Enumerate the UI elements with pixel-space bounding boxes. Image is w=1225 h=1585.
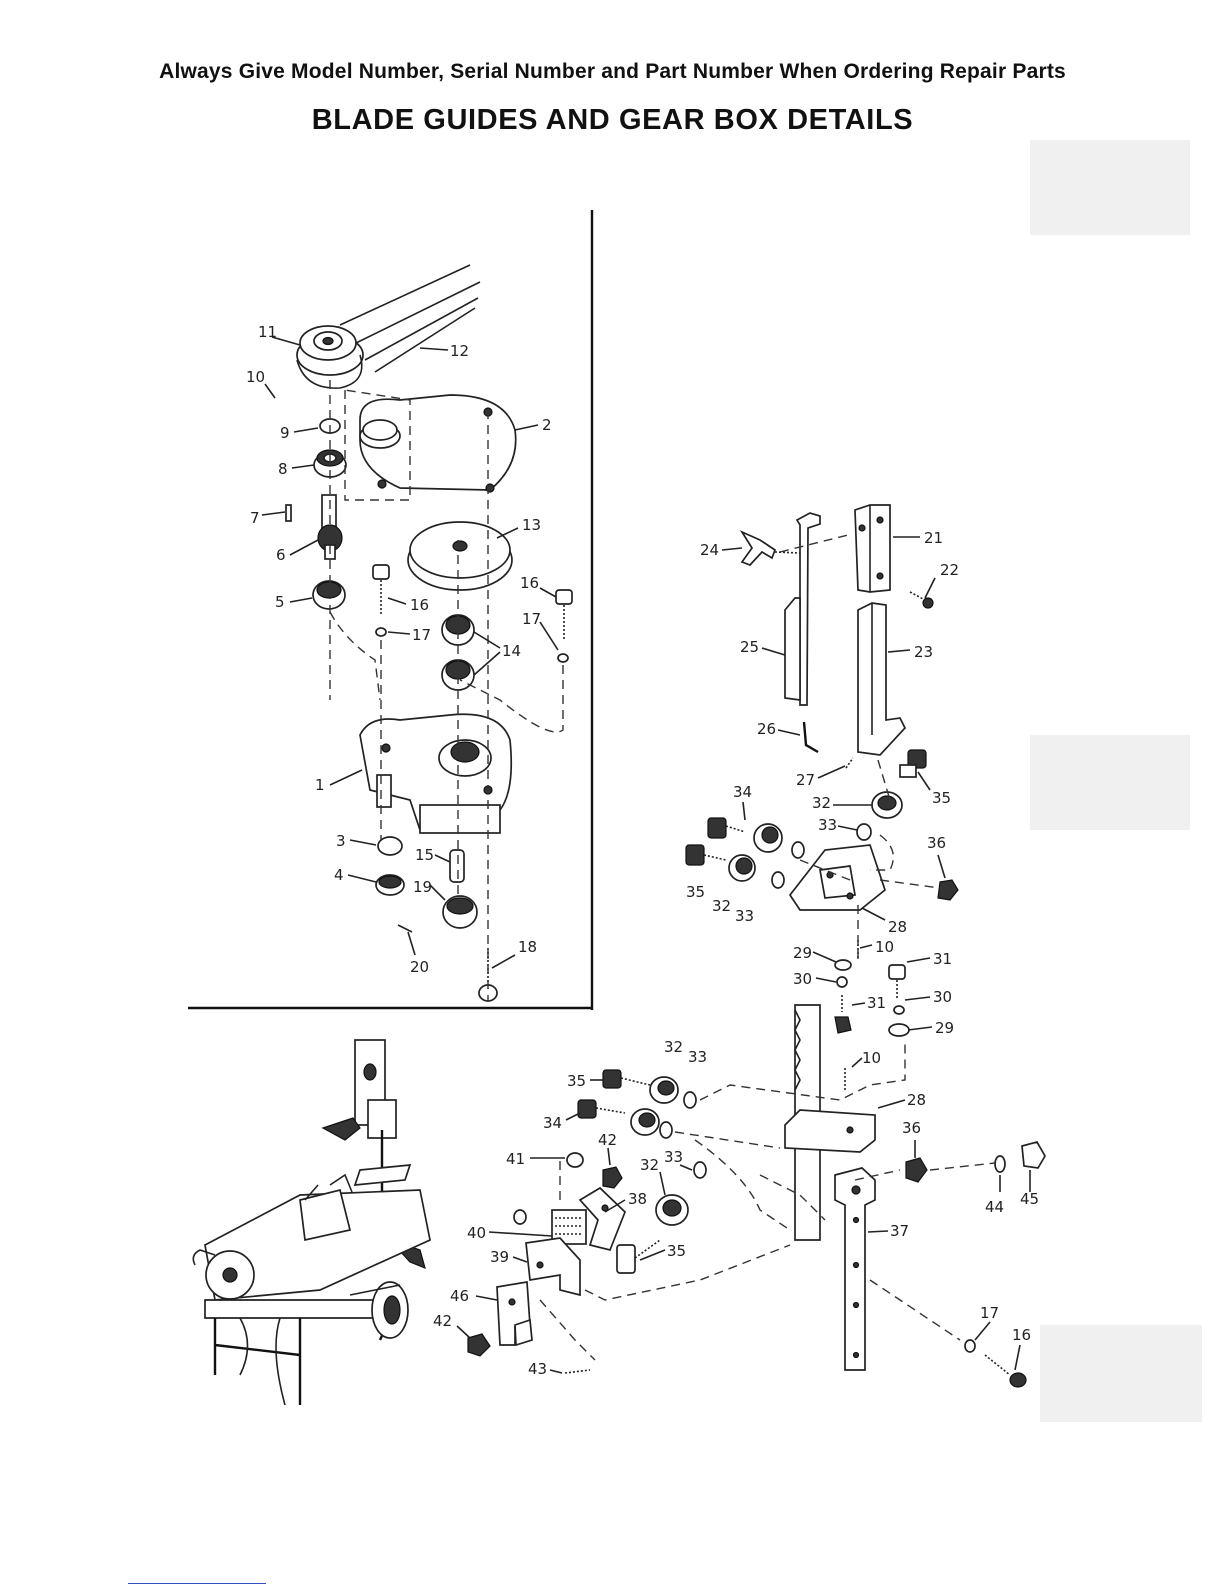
callout-7: 7 [250, 509, 260, 527]
callout-2: 2 [542, 416, 552, 434]
ordering-notice: Always Give Model Number, Serial Number … [159, 60, 1066, 83]
callout-34b: 34 [543, 1114, 562, 1132]
callout-33b: 33 [735, 907, 754, 925]
callout-40: 40 [467, 1224, 486, 1242]
callout-14: 14 [502, 642, 521, 660]
callout-34: 34 [733, 783, 752, 801]
blade-guide-callouts: 24 21 22 25 23 26 27 35 34 32 33 36 35 3… [433, 529, 1039, 1378]
callout-10: 10 [246, 368, 265, 386]
band-saw-illustration [192, 1039, 431, 1406]
callout-19: 19 [413, 878, 432, 896]
callout-6: 6 [276, 546, 286, 564]
callout-4: 4 [334, 866, 344, 884]
callout-10c: 10 [862, 1049, 881, 1067]
callout-39: 39 [490, 1248, 509, 1266]
callout-42: 42 [598, 1131, 617, 1149]
lower-blade-guide-assembly [467, 1004, 1046, 1388]
callout-24: 24 [700, 541, 719, 559]
callout-38: 38 [628, 1190, 647, 1208]
callout-15: 15 [415, 846, 434, 864]
gear-box-exploded-view [285, 264, 573, 1002]
callout-28b: 28 [907, 1091, 926, 1109]
callout-18: 18 [518, 938, 537, 956]
callout-35: 35 [932, 789, 951, 807]
gear-box-callouts: 11 12 10 9 2 8 7 13 6 16 5 16 17 17 14 1… [246, 323, 559, 976]
scan-artifact [1040, 1325, 1202, 1422]
callout-43: 43 [528, 1360, 547, 1378]
callout-30: 30 [793, 970, 812, 988]
callout-23: 23 [914, 643, 933, 661]
callout-10b: 10 [875, 938, 894, 956]
callout-17: 17 [412, 626, 431, 644]
callout-45: 45 [1020, 1190, 1039, 1208]
callout-33d: 33 [664, 1148, 683, 1166]
callout-16b: 16 [520, 574, 539, 592]
callout-42b: 42 [433, 1312, 452, 1330]
callout-16: 16 [410, 596, 429, 614]
callout-22: 22 [940, 561, 959, 579]
callout-3: 3 [336, 832, 346, 850]
upper-blade-guide-assembly [685, 504, 959, 1037]
callout-32d: 32 [640, 1156, 659, 1174]
callout-35d: 35 [667, 1242, 686, 1260]
callout-31b: 31 [867, 994, 886, 1012]
callout-9: 9 [280, 424, 290, 442]
callout-36: 36 [927, 834, 946, 852]
callout-35b: 35 [686, 883, 705, 901]
callout-17b: 17 [522, 610, 541, 628]
callout-20: 20 [410, 958, 429, 976]
callout-33: 33 [818, 816, 837, 834]
callout-5: 5 [275, 593, 285, 611]
callout-29b: 29 [935, 1019, 954, 1037]
callout-12: 12 [450, 342, 469, 360]
callout-41: 41 [506, 1150, 525, 1168]
callout-16c: 16 [1012, 1326, 1031, 1344]
scan-artifact [1030, 140, 1190, 235]
callout-35c: 35 [567, 1072, 586, 1090]
scan-artifact [1030, 735, 1190, 830]
callout-36b: 36 [902, 1119, 921, 1137]
callout-32c: 32 [664, 1038, 683, 1056]
callout-32b: 32 [712, 897, 731, 915]
callout-21: 21 [924, 529, 943, 547]
callout-11: 11 [258, 323, 277, 341]
page-title: BLADE GUIDES AND GEAR BOX DETAILS [311, 104, 914, 136]
callout-26: 26 [757, 720, 776, 738]
footer-rule [128, 1583, 266, 1584]
callout-33c: 33 [688, 1048, 707, 1066]
callout-17c: 17 [980, 1304, 999, 1322]
callout-27: 27 [796, 771, 815, 789]
callout-29: 29 [793, 944, 812, 962]
callout-31: 31 [933, 950, 952, 968]
callout-8: 8 [278, 460, 288, 478]
callout-28: 28 [888, 918, 907, 936]
callout-1: 1 [315, 776, 325, 794]
callout-13: 13 [522, 516, 541, 534]
callout-32: 32 [812, 794, 831, 812]
callout-46: 46 [450, 1287, 469, 1305]
callout-30b: 30 [933, 988, 952, 1006]
callout-25: 25 [740, 638, 759, 656]
callout-37: 37 [890, 1222, 909, 1240]
gear-box-inset-frame [188, 210, 594, 1010]
callout-44: 44 [985, 1198, 1004, 1216]
